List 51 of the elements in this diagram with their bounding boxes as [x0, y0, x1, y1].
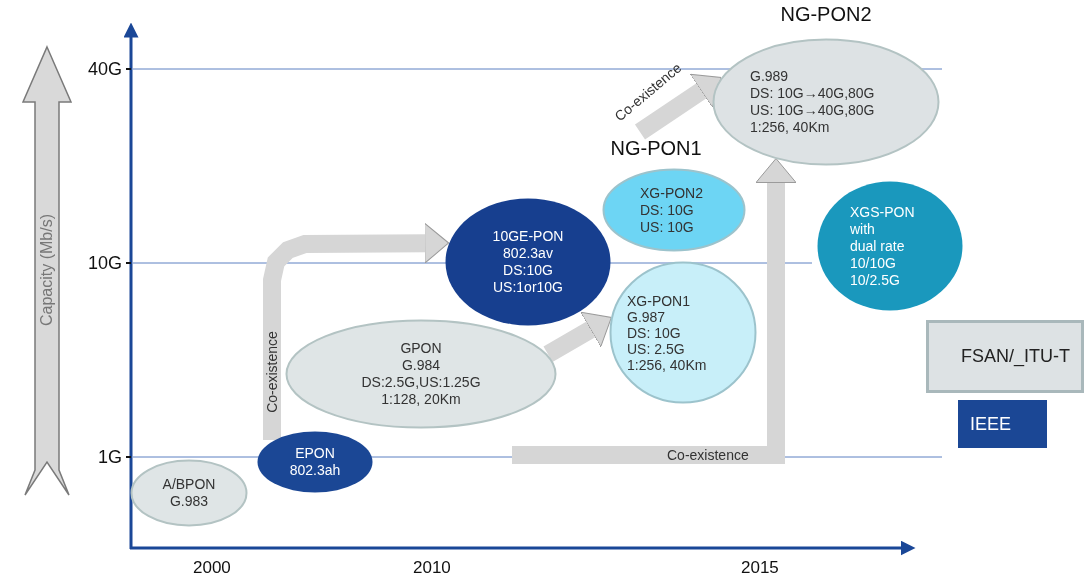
legend-label: IEEE — [970, 413, 1012, 435]
spec-text: DS: 10G — [640, 201, 694, 219]
edge-label: Co-existence — [263, 331, 280, 413]
pon-ellipse — [602, 168, 746, 252]
spec-text: DS:2.5G,US:1.25G — [361, 374, 481, 391]
standard-name: G.989 — [750, 68, 789, 85]
spec-text: G.987 — [627, 308, 666, 325]
pon-ellipse — [285, 319, 557, 429]
spec-text: with — [850, 220, 875, 238]
pon-ellipse — [444, 197, 612, 327]
tick-label: 2010 — [413, 557, 451, 577]
standard-name: A/BPON — [162, 476, 216, 493]
standard-name: XGS-PON — [850, 203, 915, 221]
pon-ellipse — [256, 430, 374, 494]
spec-text: G.984 — [401, 357, 441, 374]
edge-label: Co-existence — [667, 447, 749, 463]
spec-text: DS: 10G→40G,80G — [750, 85, 875, 102]
pon-ellipse — [609, 261, 757, 404]
pon-ellipse — [816, 180, 964, 312]
standard-name: XG-PON1 — [627, 292, 690, 309]
coexistence-arrow — [263, 222, 450, 441]
standard-name: GPON — [400, 340, 442, 357]
standard-name: EPON — [295, 445, 335, 462]
spec-text: 10/10G — [850, 254, 896, 272]
standard-name: XG-PON2 — [640, 184, 703, 202]
spec-text: 1:256, 40Km — [627, 356, 707, 373]
pon-ellipse — [130, 459, 248, 527]
spec-text: DS:10G — [503, 262, 553, 279]
spec-text: US: 10G — [640, 218, 694, 236]
spec-text: 802.3av — [503, 245, 553, 262]
group-heading: NG-PON1 — [610, 137, 702, 159]
spec-text: US:1or10G — [492, 279, 563, 296]
spec-text: US: 2.5G — [627, 340, 685, 357]
spec-text: G.983 — [169, 493, 209, 510]
spec-text: 1:256, 40Km — [750, 119, 830, 136]
spec-text: 10/2.5G — [850, 271, 900, 289]
spec-text: 802.3ah — [289, 462, 341, 479]
tick-label: 2000 — [193, 557, 231, 577]
tick-label: 2015 — [741, 557, 779, 577]
tick-label: 40G — [88, 59, 123, 79]
tick-label: 10G — [88, 253, 123, 273]
spec-text: US: 10G→40G,80G — [750, 102, 875, 119]
spec-text: dual rate — [850, 237, 905, 255]
coexistence-arrow — [512, 158, 797, 464]
legend-label: FSAN/_ITU-T — [961, 346, 1070, 367]
tick-label: 1G — [98, 447, 122, 467]
spec-text: DS: 10G — [627, 324, 681, 341]
axis-title: Capacity (Mb/s) — [38, 214, 56, 326]
group-heading: NG-PON2 — [779, 2, 873, 26]
spec-text: 1:128, 20Km — [381, 391, 461, 408]
standard-name: 10GE-PON — [492, 228, 564, 245]
